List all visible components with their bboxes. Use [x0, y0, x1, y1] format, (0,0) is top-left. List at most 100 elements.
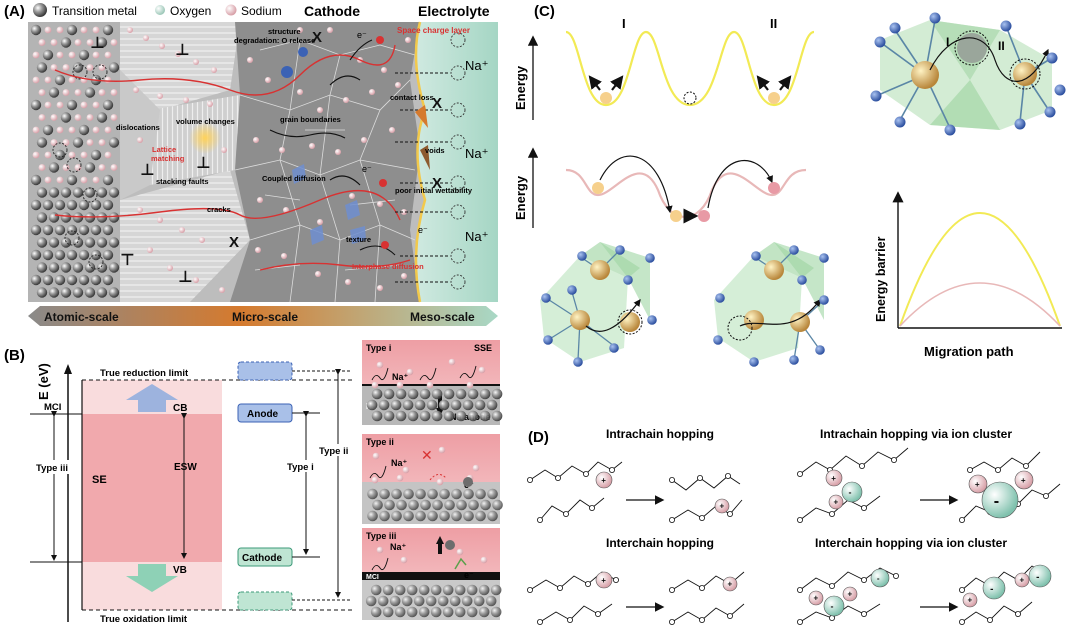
- substrate-atom: [379, 510, 390, 522]
- cation-sign: +: [831, 474, 836, 483]
- cation-sign: +: [601, 476, 606, 485]
- vacancy-site: [52, 142, 68, 158]
- tm-atom: [108, 287, 120, 298]
- na-atom: [86, 139, 94, 146]
- na-ion: [211, 67, 217, 73]
- sub2-x: ✕: [421, 447, 433, 463]
- na-ion: [247, 57, 253, 63]
- na-ion: [377, 201, 383, 207]
- tm-atom: [36, 262, 48, 273]
- d-intrachain-cluster-title: Intrachain hopping via ion cluster: [820, 427, 1012, 441]
- tm-atom: [78, 249, 90, 261]
- legend-oxygen-sphere: [155, 5, 165, 15]
- yellow-energy-curve: [565, 30, 815, 107]
- na-atom: [74, 89, 82, 96]
- substrate-atom: [478, 584, 490, 596]
- type-i-bg: [286, 460, 320, 472]
- oxygen-atom: [541, 293, 551, 303]
- tm-atom: [36, 237, 48, 248]
- blue-atoms-bottom: [541, 245, 829, 367]
- na-ion: [193, 59, 199, 65]
- cation-sign: +: [848, 589, 853, 598]
- na-atom: [50, 64, 58, 71]
- substrate-atom: [454, 606, 466, 618]
- substrate-atom: [366, 399, 378, 411]
- tm-atom: [30, 174, 42, 186]
- anode-label: Anode: [247, 409, 279, 420]
- substrate-atom: [479, 388, 491, 400]
- b-y-axis-head: [64, 364, 72, 374]
- na-atom: [38, 114, 46, 121]
- tm-atom: [102, 274, 114, 286]
- na-ion: [400, 556, 408, 564]
- substrate-atom: [419, 388, 431, 400]
- chain-oxygen: [959, 517, 966, 524]
- anion: [982, 576, 1006, 600]
- substrate-atom: [450, 399, 462, 411]
- label-coupled-diffusion: Coupled diffusion: [262, 174, 326, 183]
- label-na-3: Na⁺: [465, 229, 488, 244]
- tm-atom: [84, 162, 96, 173]
- anion: [981, 481, 1019, 519]
- tm-atom: [48, 262, 60, 273]
- cb-arrow: [126, 384, 178, 412]
- oxygen-atom: [944, 124, 956, 136]
- na-ion: [253, 137, 259, 143]
- d-ions: +++-+-+++++-+--++-: [595, 469, 1052, 617]
- c-vacancy-mid: [683, 91, 697, 105]
- substrate-atom: [466, 584, 478, 596]
- substrate-atom: [442, 606, 454, 618]
- substrate-atom: [406, 584, 418, 596]
- na-atom: [98, 164, 106, 171]
- na-atom: [110, 164, 118, 171]
- tm-atom: [78, 224, 90, 236]
- substrate-atom: [468, 499, 479, 511]
- substrate-atom: [413, 595, 425, 607]
- na-atom: [32, 126, 40, 134]
- label-wettability: poor initial wettability: [395, 186, 473, 195]
- tm-atom: [108, 187, 120, 198]
- na-ion: [221, 147, 227, 153]
- na-atom: [32, 51, 40, 59]
- tm-atom: [72, 287, 84, 298]
- c-roman-3: I: [946, 35, 949, 49]
- polymer-chain: [799, 567, 897, 591]
- label-structure: structure: [268, 27, 301, 36]
- substrate-atom: [370, 584, 382, 596]
- panel-a-tag: (A): [4, 3, 25, 20]
- sub2-na: Na⁺: [391, 458, 408, 468]
- texture-crystals: [292, 164, 366, 245]
- chain-oxygen: [727, 613, 734, 620]
- na-atom: [44, 26, 52, 34]
- tm-atom: [90, 224, 102, 236]
- tm-atom: [54, 199, 66, 211]
- cation-sign: +: [1021, 476, 1026, 485]
- na-atom: [50, 114, 58, 121]
- chain-oxygen: [1043, 492, 1050, 499]
- substrate-atom: [415, 488, 426, 500]
- cation-sign: +: [968, 595, 973, 604]
- na-ion: [137, 207, 143, 213]
- na-atom: [56, 51, 64, 59]
- na-atom: [50, 39, 58, 46]
- substrate-atom: [384, 499, 395, 511]
- oxygen-atom: [543, 335, 553, 345]
- label-na-1: Na⁺: [465, 58, 488, 73]
- chain-oxygen: [861, 577, 868, 584]
- chain-oxygen: [861, 504, 868, 511]
- sub3-mci: MCI: [366, 574, 379, 581]
- vacancy-site: [64, 230, 80, 246]
- cation: [842, 586, 858, 602]
- vacancy-site: [82, 187, 98, 203]
- sub1-sse: SSE: [474, 343, 492, 353]
- label-interphase: Interphase diffusion: [352, 262, 424, 271]
- substrate-atom: [449, 595, 461, 607]
- c-energy-label-1: Energy: [513, 65, 528, 110]
- sodium-dots: [127, 27, 411, 293]
- na-ion: [147, 247, 153, 253]
- label-space-charge: Space charge layer: [397, 26, 470, 35]
- anion: [841, 481, 863, 503]
- tm-atom: [54, 149, 66, 161]
- red-ion-2: [379, 179, 387, 187]
- chain-oxygen: [669, 587, 676, 594]
